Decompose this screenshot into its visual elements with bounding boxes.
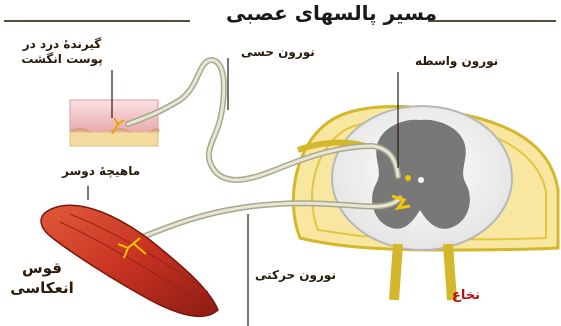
label-biceps-muscle: ماهیچهٔ دوسر <box>62 164 140 178</box>
label-motor-neuron: نورون حرکتی <box>255 268 336 282</box>
label-pain-receptor: گیرندهٔ درد در پوست انگشت <box>10 37 114 67</box>
fat-layer <box>70 132 158 146</box>
label-spinal-cord: نخاع <box>452 288 480 303</box>
spinal-root-lower-left <box>394 244 398 300</box>
central-canal <box>418 177 424 183</box>
diagram-title: مسیر پالسهای عصبی <box>226 1 437 25</box>
label-sensory-neuron: نورون حسی <box>241 45 315 59</box>
impulse-dot-dorsal <box>405 175 411 181</box>
label-interneuron: نورون واسطه <box>415 54 498 68</box>
label-reflex-arc: قوس انعکاسی <box>5 258 79 298</box>
